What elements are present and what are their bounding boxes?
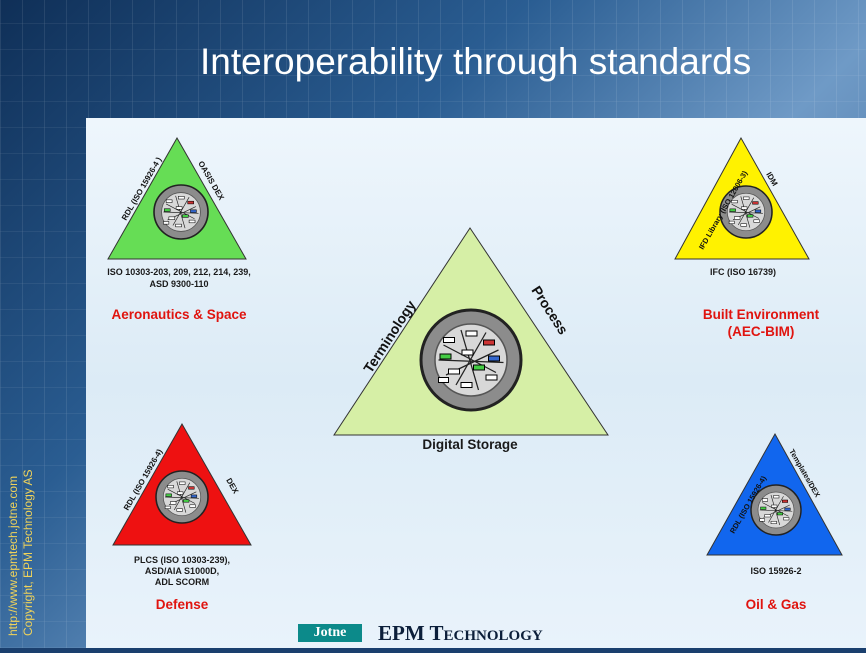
epm-technology-logo: EPM Technology [378,620,608,646]
oilgas-standards-1: ISO 15926-2 [750,566,802,576]
logo-text: EPM Technology [378,621,543,645]
oilgas-name: Oil & Gas [745,597,807,612]
copyright-url: http://www.epmtech.jotne.com [6,476,20,636]
defense-standards-1: PLCS (ISO 10303-239), [133,555,231,565]
aeronautics-standards-2: ASD 9300-110 [149,279,209,289]
diagram-svg: RDL (ISO 15926-4 ) OASIS DEX IFD Library… [107,136,843,556]
built-standards-1: IFC (ISO 16739) [709,267,777,277]
copyright-notice: http://www.epmtech.jotne.com Copyright, … [4,440,44,640]
built-name-2: (AEC-BIM) [727,324,795,339]
interoperability-diagram: RDL (ISO 15926-4 ) OASIS DEX IFD Library… [86,118,866,648]
aeronautics-standards-1: ISO 10303-203, 209, 212, 214, 239, [107,267,251,277]
defense-name: Defense [155,597,209,612]
built-name-1: Built Environment [702,307,820,322]
defense-standards-2: ASD/AIA S1000D, [144,566,220,576]
jotne-logo: Jotne [298,624,362,642]
defense-standards-3: ADL SCORM [154,577,210,587]
defense-triangle: RDL (ISO 15926-4) DEX [112,422,252,546]
central-triangle: Terminology Process [333,227,609,436]
oil-gas-triangle: RDL (ISO 15926-4) Templates/DEX [706,432,843,556]
built-environment-triangle: IFD Library (ISO 12006-3) IDM [674,136,810,260]
digital-storage-label: Digital Storage [422,437,518,452]
defense-right-label: DEX [224,477,240,496]
slide-title: Interoperability through standards [200,41,752,82]
aeronautics-triangle: RDL (ISO 15926-4 ) OASIS DEX [107,136,247,260]
copyright-owner: Copyright, EPM Technology AS [21,469,35,636]
aeronautics-name: Aeronautics & Space [111,307,247,322]
